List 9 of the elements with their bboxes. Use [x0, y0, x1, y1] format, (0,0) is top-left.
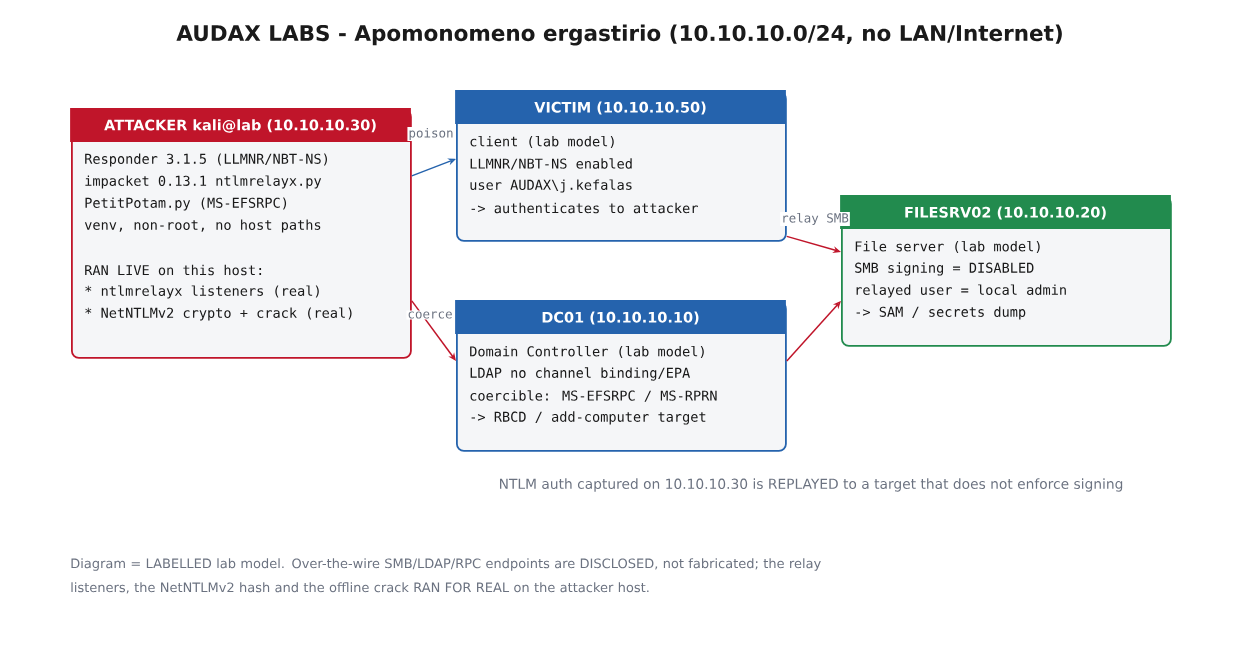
arrow	[411, 158, 456, 177]
edge-label: coerce	[406, 310, 454, 320]
note: NTLM auth captured on 10.10.10.30 is REPLAYED to a target that does not enforce signing	[500, 478, 1123, 492]
caption: Diagram = LABELLED lab model. Over-the-wire SMB/LDAP/RPC endpoints are DISCLOSED, not fabricated; the relay listeners, the NetNTLMv2 hash and the offline crack RAN FOR REAL on the attacker host.	[71, 558, 821, 594]
edge-label: poison	[407, 126, 455, 142]
title: AUDAX LABS - Apomonomeno ergastirio (10.10.10.0/24, no LAN/Internet)	[176, 24, 1062, 46]
host-box: DC01 (10.10.10.10) Domain Controller (lab model) LDAP no channel binding/EPA coercible: MS-EFSRPC / MS-RPRN -> RBCD / add-computer target	[455, 300, 787, 452]
arrow	[411, 300, 456, 361]
edge-label: relay SMB	[780, 211, 850, 227]
